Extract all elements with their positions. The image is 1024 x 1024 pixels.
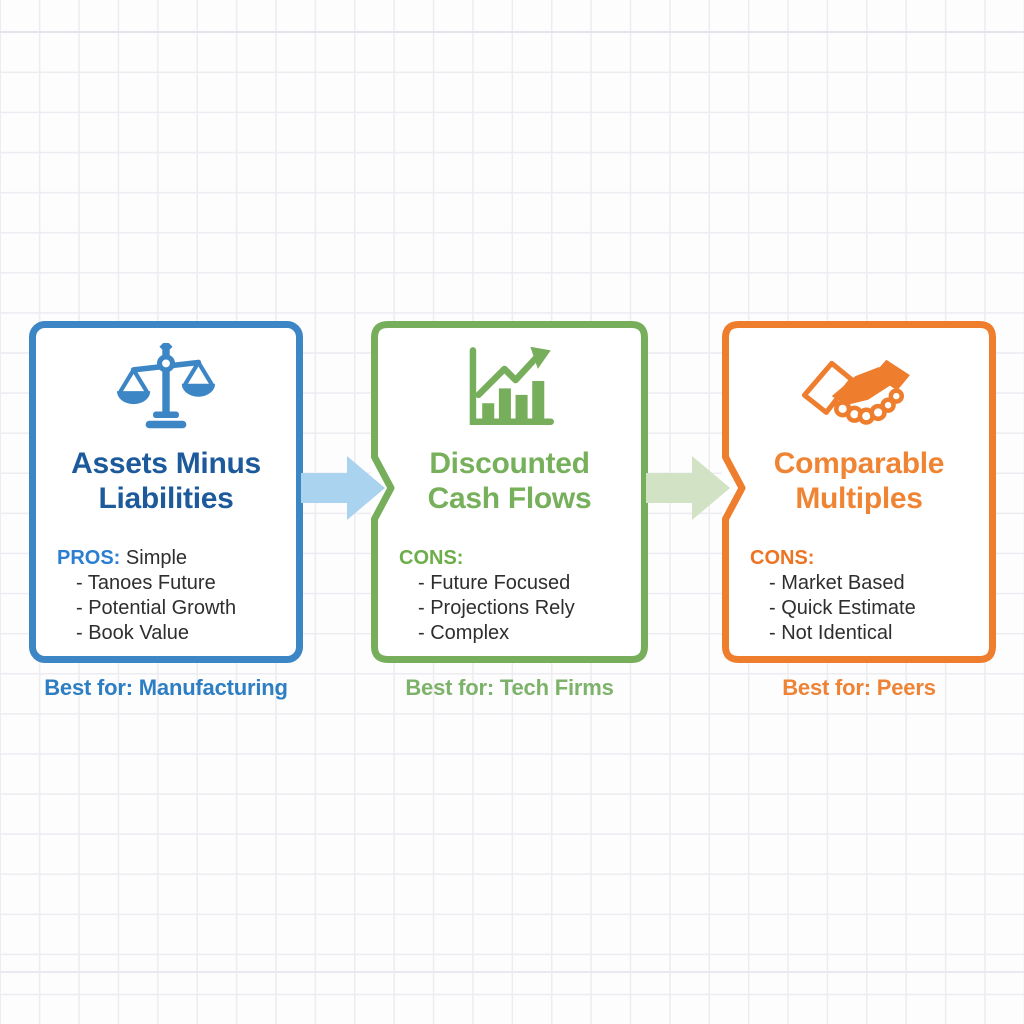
- list-items: - Future Focused - Projections Rely - Comp…: [399, 571, 641, 646]
- bar-chart-growth-icon: [378, 346, 641, 428]
- card-title: Discounted Cash Flows: [427, 447, 592, 515]
- list-item: - Tanoes Future: [76, 572, 216, 594]
- card-comparable-multiples: Comparable Multiples CONS: - Market Base…: [722, 321, 996, 700]
- balance-scale-icon: [36, 343, 296, 429]
- list-item: - Future Focused: [418, 572, 571, 594]
- card-assets-minus-liabilities: Assets Minus Liabilities PROS: Simple - …: [29, 321, 303, 700]
- grid-accent-line-top: [0, 31, 1024, 33]
- list-label: CONS:: [750, 547, 815, 569]
- list-item: - Market Based: [769, 572, 905, 594]
- card-border: [29, 321, 303, 663]
- list-items: - Market Based - Quick Estimate - Not Iden…: [750, 571, 989, 646]
- handshake-icon: [729, 346, 989, 428]
- list-item: - Book Value: [76, 622, 190, 644]
- cons-list: CONS: - Market Based - Quick Estimate - No…: [729, 546, 989, 646]
- list-item: - Potential Growth: [76, 597, 237, 619]
- best-for-label: Best for: Peers: [782, 675, 936, 700]
- card-border: [371, 321, 648, 663]
- card-border: [722, 321, 996, 663]
- list-heading: PROS: Simple: [57, 546, 296, 571]
- list-label: PROS:: [57, 547, 121, 569]
- best-for-label: Best for: Manufacturing: [44, 675, 288, 700]
- pros-list: PROS: Simple - Tanoes Future - Potential …: [36, 546, 296, 646]
- list-inline-item: Simple: [125, 547, 188, 569]
- list-item: - Complex: [418, 622, 510, 644]
- grid-accent-line-bottom: [0, 971, 1024, 973]
- best-for-label: Best for: Tech Firms: [405, 675, 614, 700]
- card-discounted-cash-flows: Discounted Cash Flows CONS: - Future Foc…: [371, 321, 648, 700]
- flow-arrow-right-icon: [301, 456, 385, 520]
- list-items: - Tanoes Future - Potential Growth - Book …: [57, 571, 296, 646]
- list-item: - Quick Estimate: [769, 597, 916, 619]
- list-label: CONS:: [399, 547, 464, 569]
- list-item: - Not Identical: [769, 622, 893, 644]
- card-title: Comparable Multiples: [773, 447, 945, 515]
- card-title: Assets Minus Liabilities: [71, 447, 261, 515]
- flow-arrow-right-icon: [646, 456, 730, 520]
- list-heading: CONS:: [750, 546, 989, 571]
- list-heading: CONS:: [399, 546, 641, 571]
- list-item: - Projections Rely: [418, 597, 575, 619]
- cons-list: CONS: - Future Focused - Projections Rely…: [378, 546, 641, 646]
